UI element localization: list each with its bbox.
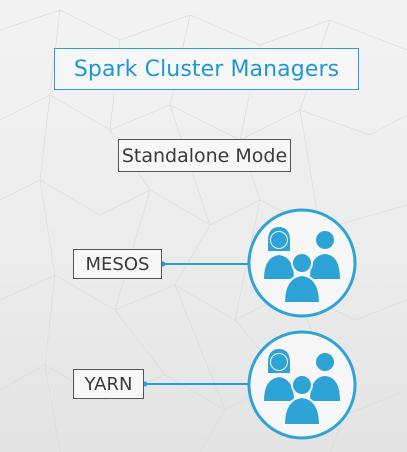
- users-group-icon: [247, 330, 357, 440]
- standalone-mode-label: Standalone Mode: [118, 139, 291, 172]
- page-title: Spark Cluster Managers: [73, 56, 340, 82]
- yarn-connector: [142, 381, 250, 387]
- yarn-label: YARN: [73, 369, 144, 399]
- title-box: Spark Cluster Managers: [54, 48, 359, 90]
- mesos-connector: [160, 261, 250, 267]
- mesos-label: MESOS: [73, 249, 162, 279]
- users-group-icon: [247, 208, 357, 318]
